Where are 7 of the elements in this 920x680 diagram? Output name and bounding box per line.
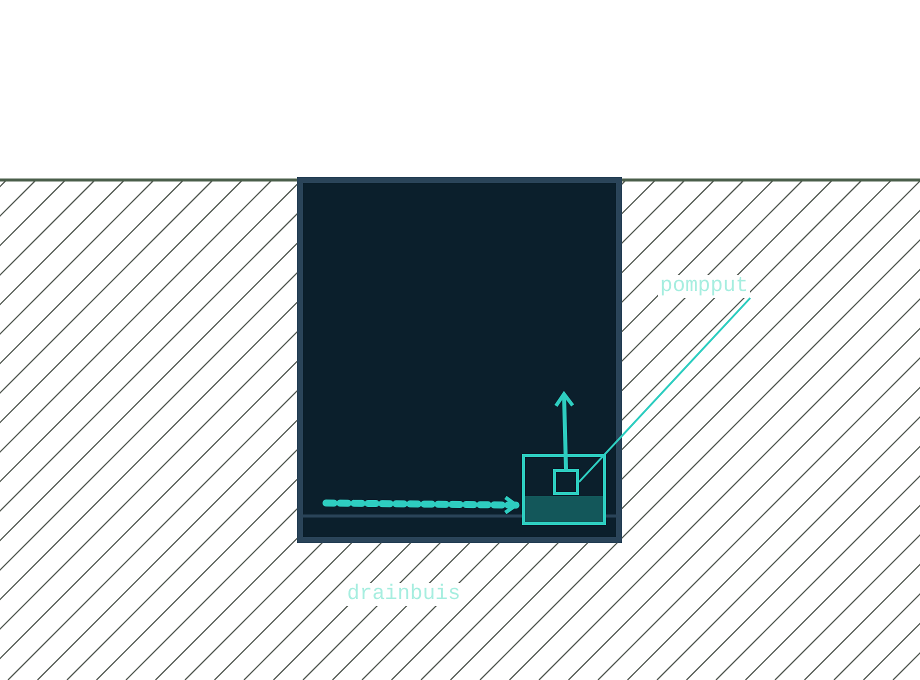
callout-label: pompput xyxy=(658,275,750,298)
arrow xyxy=(554,392,574,470)
leader-line xyxy=(578,297,751,483)
flow-arrow xyxy=(322,496,520,514)
pipe-label: drainbuis xyxy=(345,583,462,606)
sump-box xyxy=(522,454,606,525)
pump-symbol xyxy=(553,469,579,495)
